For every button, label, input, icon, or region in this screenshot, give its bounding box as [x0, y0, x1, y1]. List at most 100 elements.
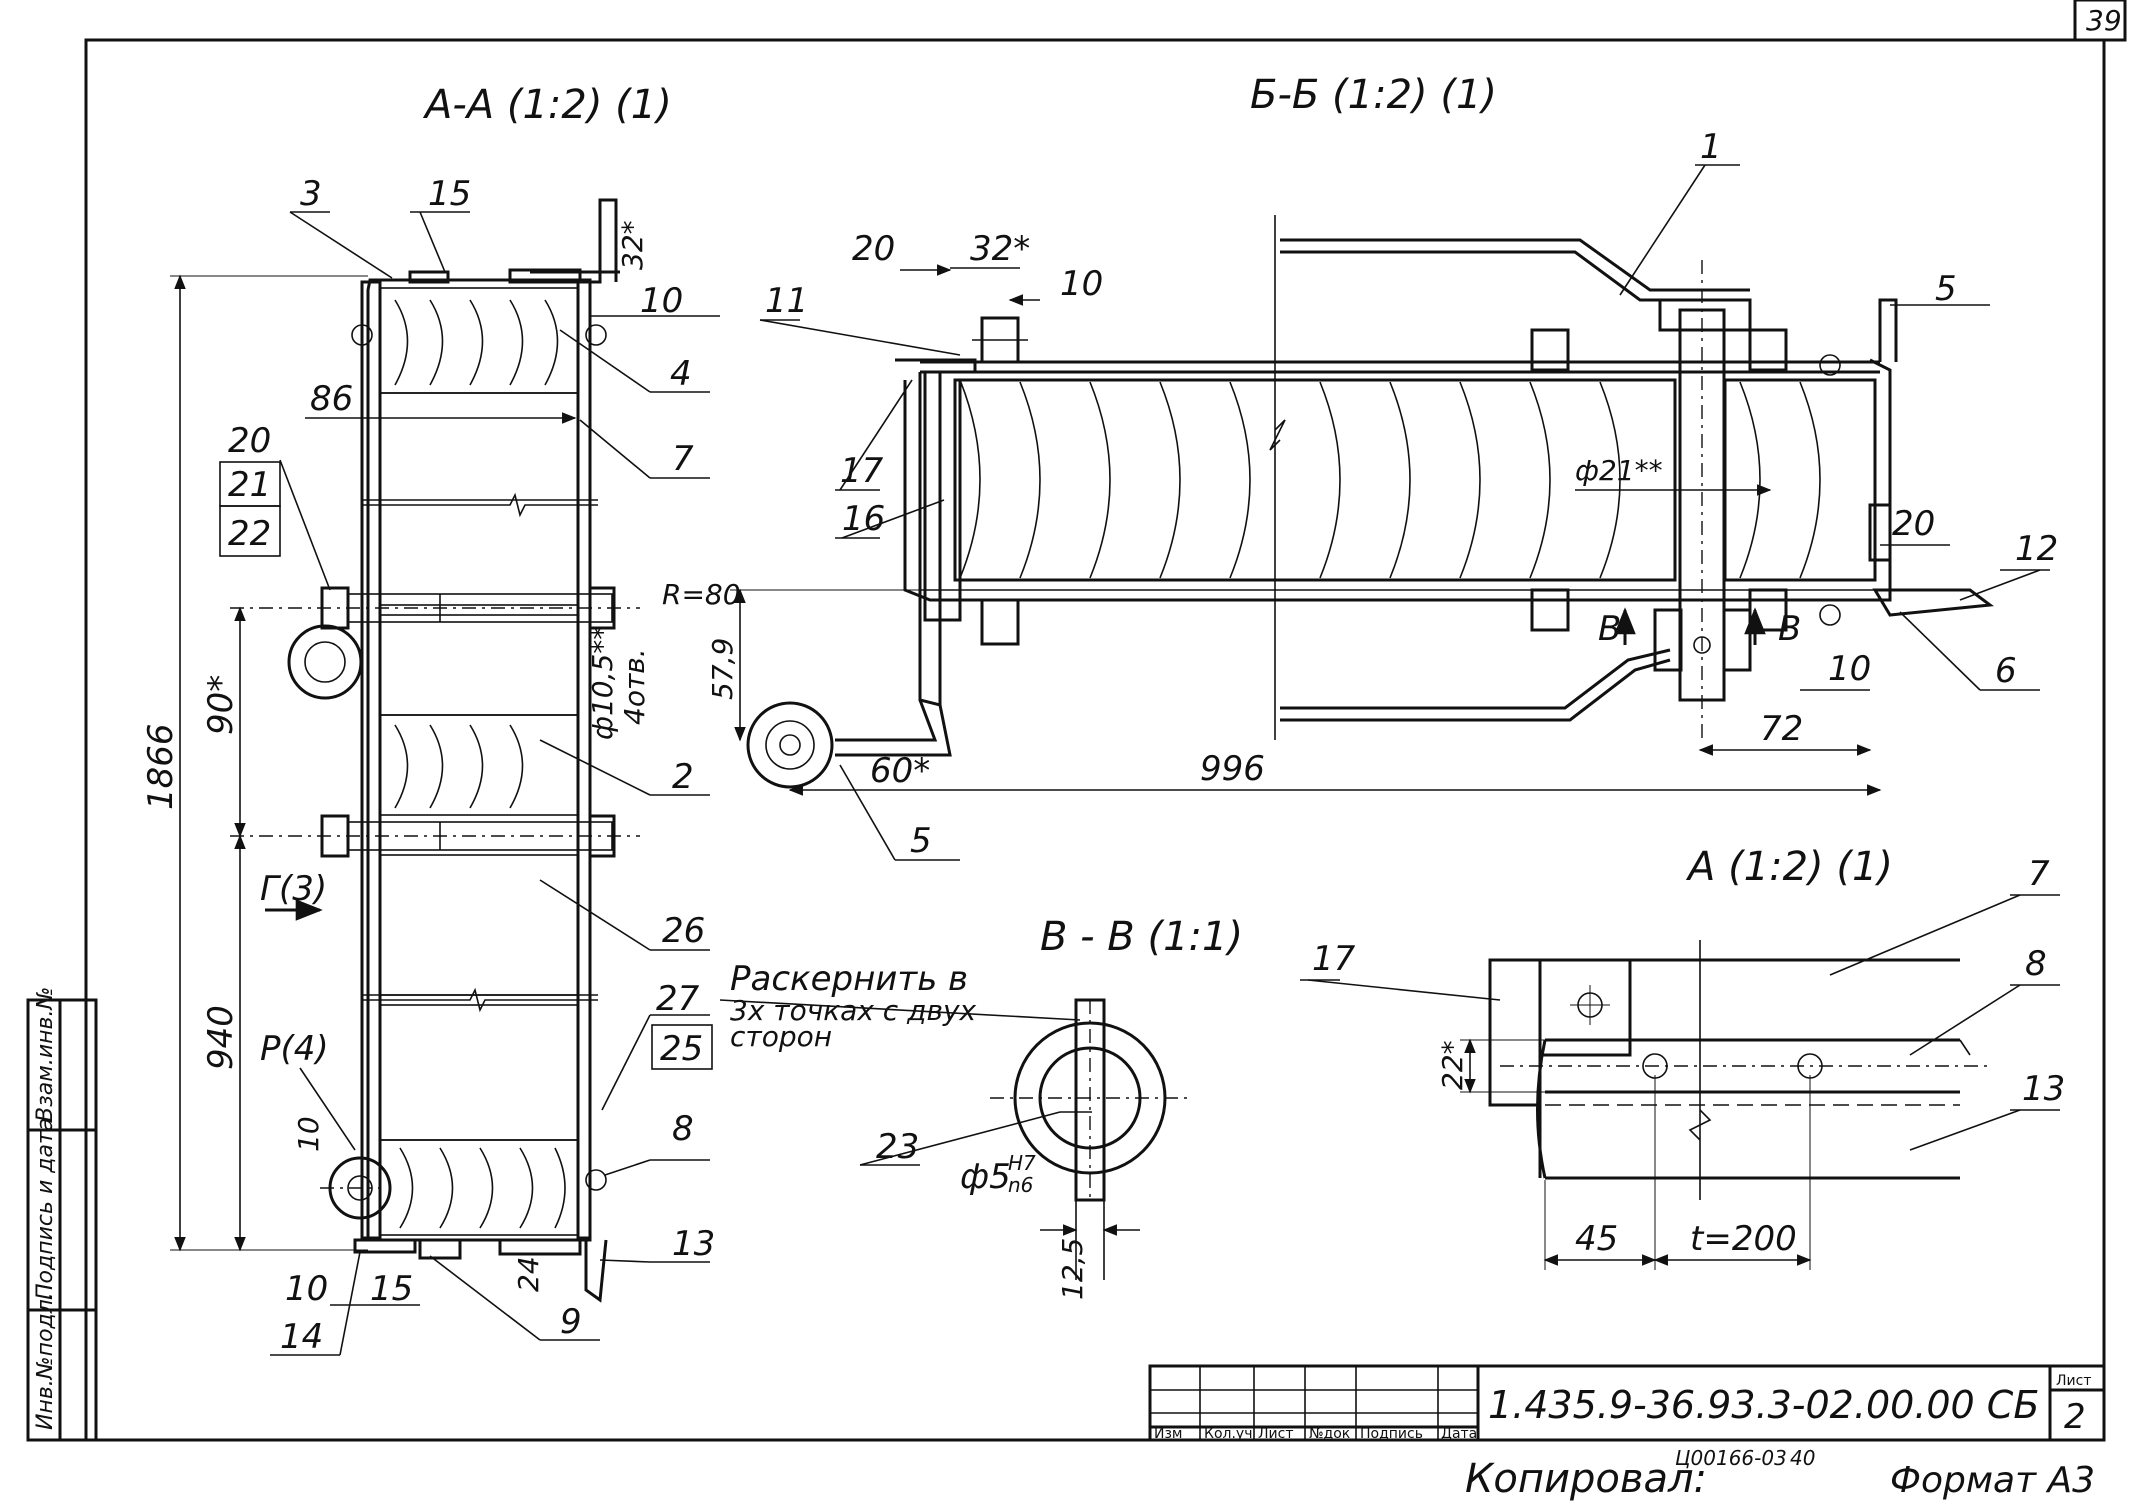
- pos-aa-27: 27: [656, 979, 700, 1019]
- document-code: 1.435.9-36.93.3-02.00.00 СБ: [1488, 1383, 2039, 1427]
- binding-stamp: Инв.№подл. Подпись и дата Взам.инв.№: [26, 987, 98, 1442]
- view-a-title: А (1:2) (1): [1685, 844, 1893, 890]
- dim-d105: ф10,5**: [586, 626, 619, 740]
- page-number-box: [2073, 0, 2127, 42]
- sheet-frame: [84, 38, 2106, 1442]
- dim-r80: R=80: [662, 578, 741, 611]
- stamp-sign-label: Подпись и дата: [33, 1118, 58, 1300]
- sheet-label: Лист: [2056, 1373, 2091, 1389]
- dim-t200: t=200: [1690, 1219, 1797, 1259]
- tb-col-izm: Изм: [1154, 1426, 1182, 1442]
- copied-label: Копировал:: [1465, 1456, 1707, 1502]
- section-b-right: В: [1778, 609, 1801, 649]
- dim-32b: 32*: [970, 229, 1030, 269]
- dim-15b: 15: [370, 1269, 413, 1309]
- dim-579: 57,9: [706, 638, 739, 700]
- dim-125: 12,5: [1056, 1238, 1089, 1300]
- format-label: Формат А3: [1890, 1460, 2095, 1501]
- stamp-replace-label: Взам.инв.№: [33, 987, 58, 1122]
- copied-num: 40: [1790, 1446, 1815, 1470]
- pos-aa-2: 2: [672, 757, 694, 797]
- pos-bb-11: 11: [765, 281, 808, 321]
- pos-a-17: 17: [1312, 939, 1356, 979]
- pos-bb-16: 16: [842, 499, 885, 539]
- tb-col-kol: Кол.уч: [1204, 1426, 1252, 1442]
- dim-72: 72: [1760, 709, 1803, 749]
- pos-aa-9: 9: [560, 1302, 582, 1342]
- pos-bb-5: 5: [910, 821, 932, 861]
- dim-60: 60*: [870, 751, 930, 791]
- dim-90: 90*: [201, 675, 241, 735]
- dim-20b: 20: [1892, 504, 1935, 544]
- page-number: 39: [2086, 4, 2122, 37]
- aa-leaders: 3 15 4 7 2 26 27 25 8 13 9 14 20: [219, 174, 715, 1357]
- tb-col-date: Дата: [1441, 1426, 1477, 1442]
- stamp-inv-label: Инв.№подл.: [33, 1292, 58, 1430]
- pos-aa-7: 7: [672, 439, 694, 479]
- dim-d105-holes: 4отв.: [618, 648, 651, 725]
- view-vv-title: В - В (1:1): [1040, 914, 1243, 960]
- dim-10d: 10: [1828, 649, 1871, 689]
- dim-10e: 10: [292, 1116, 325, 1152]
- view-bb: Б-Б (1:2) (1): [706, 72, 2058, 861]
- section-g3: Г(3): [260, 869, 327, 909]
- dim-d21: ф21**: [1575, 454, 1663, 487]
- pos-aa-14: 14: [280, 1317, 323, 1357]
- pos-aa-25: 25: [660, 1029, 703, 1069]
- view-a: А (1:2) (1) 22* 45 t=200: [1300, 844, 2065, 1270]
- section-b-left: В: [1598, 609, 1621, 649]
- pos-a-8: 8: [2025, 944, 2047, 984]
- pos-aa-4: 4: [670, 354, 692, 394]
- detail-r4: Р(4): [260, 1029, 329, 1069]
- dim-10c: 10: [1060, 264, 1103, 304]
- view-aa-title: А-А (1:2) (1): [422, 82, 672, 128]
- dim-d5h7-fit-bottom: n6: [1008, 1173, 1033, 1197]
- dim-d5h7-fit-top: H7: [1008, 1151, 1036, 1175]
- tb-col-sign: Подпись: [1360, 1426, 1423, 1442]
- a-leaders: 17 7 8 13: [1300, 854, 2065, 1151]
- title-block: Изм Кол.уч Лист №док Подпись Дата 1.435.…: [1148, 1364, 2106, 1442]
- pos-aa-26: 26: [662, 911, 705, 951]
- dim-86: 86: [310, 379, 353, 419]
- pos-aa-3: 3: [300, 174, 322, 214]
- view-aa: А-А (1:2) (1): [141, 82, 741, 1357]
- dim-5: 5: [1935, 269, 1957, 309]
- pos-bb-6: 6: [1995, 651, 2017, 691]
- view-bb-title: Б-Б (1:2) (1): [1250, 72, 1497, 118]
- bb-bolts: [972, 316, 1788, 646]
- dim-10b: 10: [285, 1269, 328, 1309]
- dim-10a: 10: [640, 281, 683, 321]
- note-line3: сторон: [730, 1020, 832, 1053]
- dim-22: 22*: [1436, 1040, 1469, 1090]
- dim-45: 45: [1575, 1219, 1618, 1259]
- pos-aa-15: 15: [428, 174, 471, 214]
- dim-1866: 1866: [141, 723, 181, 810]
- dim-32a: 32*: [616, 220, 649, 270]
- dim-940: 940: [201, 1005, 241, 1070]
- tb-col-list: Лист: [1258, 1426, 1293, 1442]
- pos-a-13: 13: [2022, 1069, 2065, 1109]
- pos-bb-1: 1: [1700, 127, 1722, 167]
- dim-996: 996: [1200, 749, 1265, 789]
- pos-aa-20: 20: [228, 421, 271, 461]
- bb-leaders: 1 11 17 16 5 12 6: [759, 127, 2058, 861]
- tb-col-doc: №док: [1309, 1426, 1350, 1442]
- dim-24: 24: [512, 1256, 545, 1292]
- pos-bb-17: 17: [840, 451, 884, 491]
- pos-aa-21: 21: [228, 465, 271, 505]
- pos-vv-23: 23: [876, 1127, 919, 1167]
- dim-20: 20: [852, 229, 895, 269]
- pos-a-7: 7: [2028, 854, 2050, 894]
- pos-aa-13: 13: [672, 1224, 715, 1264]
- sheet-number: 2: [2064, 1397, 2086, 1437]
- note-line2: 3х точках с двух: [730, 994, 977, 1027]
- dim-d5h7: ф5: [960, 1157, 1011, 1197]
- pos-aa-22: 22: [228, 514, 271, 554]
- pos-aa-8: 8: [672, 1109, 694, 1149]
- copied-code: Ц00166-03: [1675, 1446, 1787, 1470]
- note-line1: Раскернить в: [730, 959, 968, 999]
- pos-bb-12: 12: [2015, 529, 2058, 569]
- view-vv: В - В (1:1) ф5 H7 n6 12,5 23 Раскернить …: [719, 914, 1243, 1300]
